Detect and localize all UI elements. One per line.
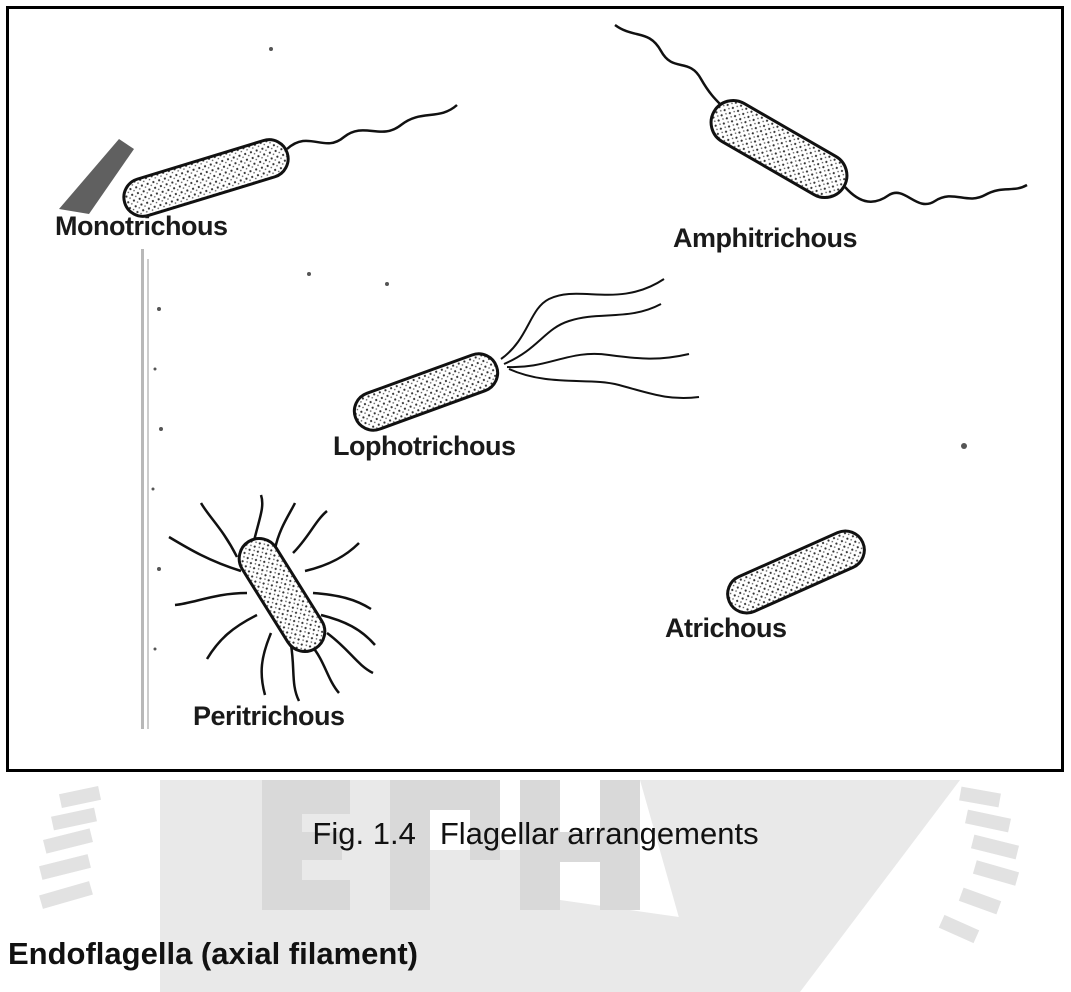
figure-illustration (59, 23, 1028, 729)
peritrichous-bacterium (168, 494, 376, 702)
figure-flagellar-arrangements: Monotrichous Amphitrichous Lophotrichous… (6, 6, 1064, 772)
label-amphitrichous: Amphitrichous (673, 223, 858, 253)
lophotrichous-bacterium (352, 278, 700, 432)
figure-caption: Fig. 1.4 Flagellar arrangements (0, 816, 1071, 852)
label-lophotrichous: Lophotrichous (333, 431, 516, 461)
label-monotrichous: Monotrichous (55, 211, 228, 241)
monotrichous-bacterium (122, 104, 458, 218)
figure-number: Fig. 1.4 (312, 816, 416, 851)
left-shadow-speckle (59, 47, 967, 729)
atrichous-bacterium (726, 529, 866, 615)
label-peritrichous: Peritrichous (193, 701, 345, 731)
figure-caption-text: Flagellar arrangements (439, 816, 759, 851)
section-heading: Endoflagella (axial filament) (8, 936, 418, 971)
amphitrichous-bacterium (614, 23, 1028, 206)
label-atrichous: Atrichous (665, 613, 787, 643)
